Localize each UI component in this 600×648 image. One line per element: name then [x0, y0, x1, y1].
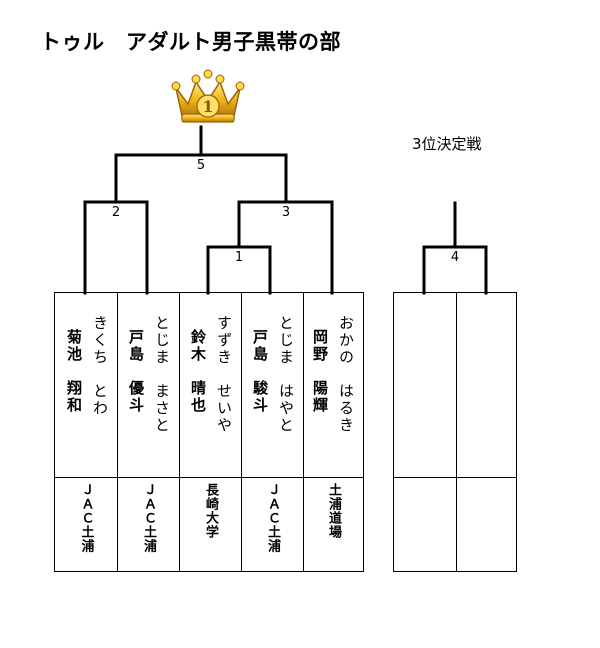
crown-icon: 1 [170, 66, 246, 128]
entry-table: きくち とわ 菊池 翔和 ＪＡＣ土浦 とじま まさと 戸島 優斗 ＪＡＣ土浦 す… [54, 292, 364, 572]
entry-club: ＪＡＣ土浦 [265, 483, 280, 553]
entry-club: 土浦道場 [326, 483, 341, 539]
table-divider [394, 477, 516, 478]
third-place-title: 3位決定戦 [412, 135, 482, 153]
entry-name: 戸島 駿斗 [251, 329, 269, 414]
match-number-1: 1 [234, 250, 244, 265]
entry-name: 菊池 翔和 [65, 329, 83, 414]
entry-kana: とじま まさと [153, 315, 171, 434]
match-number-3: 3 [281, 205, 291, 220]
table-divider [55, 477, 363, 478]
third-place-entry-2 [456, 293, 516, 571]
entry-name: 戸島 優斗 [127, 329, 145, 414]
entry-5: おかの はるき 岡野 陽輝 土浦道場 [303, 293, 363, 571]
third-place-entry-1 [394, 293, 456, 571]
entry-kana: きくち とわ [91, 315, 109, 417]
match-number-4: 4 [450, 250, 460, 265]
entry-kana: すずき せいや [215, 315, 233, 434]
page-title: トゥル アダルト男子黒帯の部 [40, 30, 341, 54]
entry-club: ＪＡＣ土浦 [141, 483, 156, 553]
match-number-5: 5 [196, 158, 206, 173]
entry-2: とじま まさと 戸島 優斗 ＪＡＣ土浦 [117, 293, 179, 571]
third-place-table [393, 292, 517, 572]
entry-kana: とじま はやと [277, 315, 295, 434]
match-number-2: 2 [111, 205, 121, 220]
entry-name: 鈴木 晴也 [189, 329, 207, 414]
crown-number: 1 [202, 97, 213, 116]
entry-kana: おかの はるき [337, 315, 355, 434]
entry-4: とじま はやと 戸島 駿斗 ＪＡＣ土浦 [241, 293, 303, 571]
entry-1: きくち とわ 菊池 翔和 ＪＡＣ土浦 [55, 293, 117, 571]
entry-club: ＪＡＣ土浦 [78, 483, 94, 553]
entry-club: 長崎大学 [203, 483, 218, 539]
entry-3: すずき せいや 鈴木 晴也 長崎大学 [179, 293, 241, 571]
entry-name: 岡野 陽輝 [311, 329, 329, 414]
